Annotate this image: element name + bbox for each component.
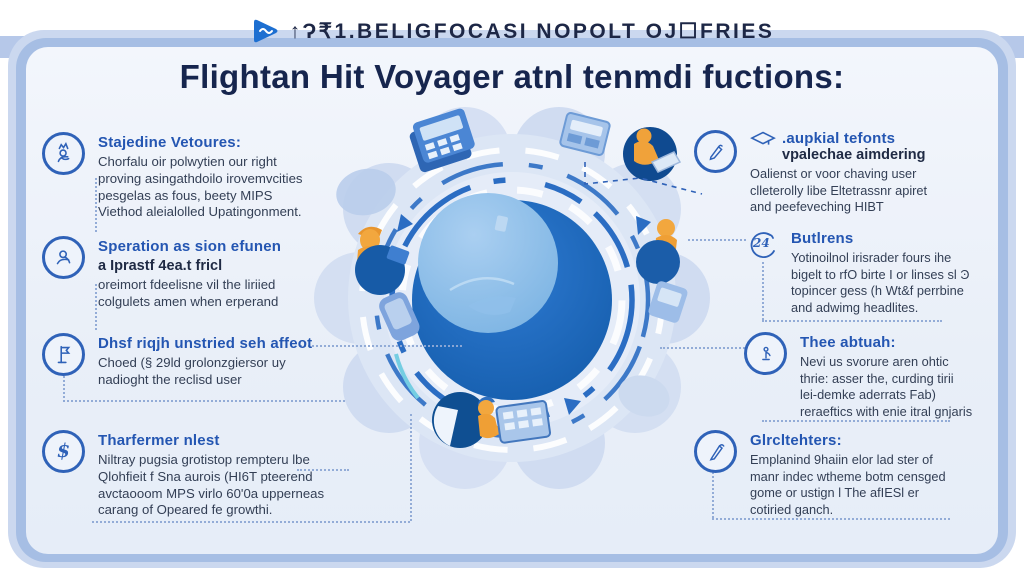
feature-item-left-2: Speration as sion efunen a Iprastf 4ea.t… [42, 236, 342, 311]
item-body: oreimort fdeelisne vil the liriied colgu… [98, 277, 279, 309]
screen-card-icon [559, 112, 611, 156]
connector-line [95, 284, 97, 330]
item-body: Niltray pugsia grotistop rempteru lbe Ql… [98, 452, 325, 518]
connector-line [297, 469, 349, 471]
item-title: Dhsf riqjh unstried seh affeot [98, 335, 313, 352]
feature-item-right-4: Glrcltehters: Emplanind 9haiin elor lad … [694, 430, 994, 519]
central-cycle-diagram [314, 107, 710, 489]
card-right [648, 281, 688, 323]
feature-item-left-1: Stajedine Vetoures: Chorfalu oir polwyti… [42, 132, 342, 221]
soft-blob [618, 375, 670, 417]
connector-line [762, 262, 764, 320]
soft-blob [336, 168, 396, 216]
worker-left [355, 226, 410, 295]
connector-line [660, 347, 745, 349]
item-subtitle: a Iprastf 4ea.t fricl [98, 258, 223, 274]
page-title: Flightan Hit Voyager atnl tenmdi fuction… [179, 58, 845, 95]
item-body: Emplanind 9haiin elor lad ster of manr i… [750, 452, 946, 517]
item-body: Choed (§ 29ld grolonzgiersor uy nadioght… [98, 355, 286, 387]
feature-item-right-2: 24 Butlrens Yotinoilnol irisrader fours … [744, 228, 1004, 317]
play-icon [253, 19, 278, 43]
core-sphere [418, 193, 558, 333]
desk-figure-icon [42, 333, 85, 376]
calculator-card-icon [409, 108, 475, 173]
connector-line [92, 521, 410, 523]
item-body: Yotinoilnol irisrader fours ihe bigelt t… [791, 250, 970, 315]
feature-item-left-4: $ Tharfermer nlest Niltray pugsia grotis… [42, 430, 352, 519]
worker-bottom [432, 392, 505, 448]
connector-line [712, 460, 714, 518]
person-doodle-icon [42, 236, 85, 279]
item-title: Speration as sion efunen [98, 238, 282, 255]
pen-circle-icon [694, 130, 737, 173]
connector-line [712, 518, 950, 520]
feature-item-right-1: .aupkial tefonts vpalechae aimdering Oal… [694, 130, 994, 216]
item-body: Oalienst or voor chaving user clleteroll… [750, 166, 928, 215]
dollar-icon: $ [42, 430, 85, 473]
feature-item-left-3: Dhsf riqjh unstried seh affeot Choed (§ … [42, 333, 342, 389]
connector-line [688, 239, 746, 241]
connector-line [410, 414, 412, 521]
doodle-24-glyph: 24 [753, 236, 770, 250]
connector-line [63, 400, 345, 402]
top-header: ↑Ɂ₹1.BELIGFOCASI NOPOLT OJ☐FRIES [0, 18, 1024, 44]
worker-top-right [623, 127, 682, 181]
connector-line [95, 178, 97, 232]
connector-line [300, 345, 462, 347]
keyboard-card-bottom [495, 400, 552, 444]
item-subtitle: vpalechae aimdering [782, 147, 926, 163]
connector-line [762, 320, 942, 322]
grad-cap-doodle-icon [750, 131, 776, 145]
device-left [379, 292, 420, 341]
item-title: Butlrens [791, 230, 854, 247]
stick-figure-circle-icon [744, 332, 787, 375]
item-title: Tharfermer nlest [98, 432, 220, 449]
item-body: Nevi us svorure aren ohtic thrie: asser … [800, 354, 973, 419]
dashed-flow-line [584, 162, 703, 195]
crown-person-icon [42, 132, 85, 175]
dollar-glyph: $ [56, 440, 71, 462]
header-text: ↑Ɂ₹1.BELIGFOCASI NOPOLT OJ☐FRIES [289, 19, 775, 43]
pen-circle-icon [694, 430, 737, 473]
feature-item-right-3: Thee abtuah: Nevi us svorure aren ohtic … [744, 332, 1004, 421]
item-title: Thee abtuah: [800, 334, 896, 351]
item-title: .aupkial tefonts [782, 130, 896, 147]
connector-line [63, 368, 65, 402]
open-circle-24-icon: 24 [744, 228, 778, 262]
item-title: Stajedine Vetoures: [98, 134, 242, 151]
worker-right [636, 219, 680, 284]
item-body: Chorfalu oir polwytien our right proving… [98, 154, 303, 220]
connector-line [762, 420, 950, 422]
item-title: Glrcltehters: [750, 432, 842, 449]
